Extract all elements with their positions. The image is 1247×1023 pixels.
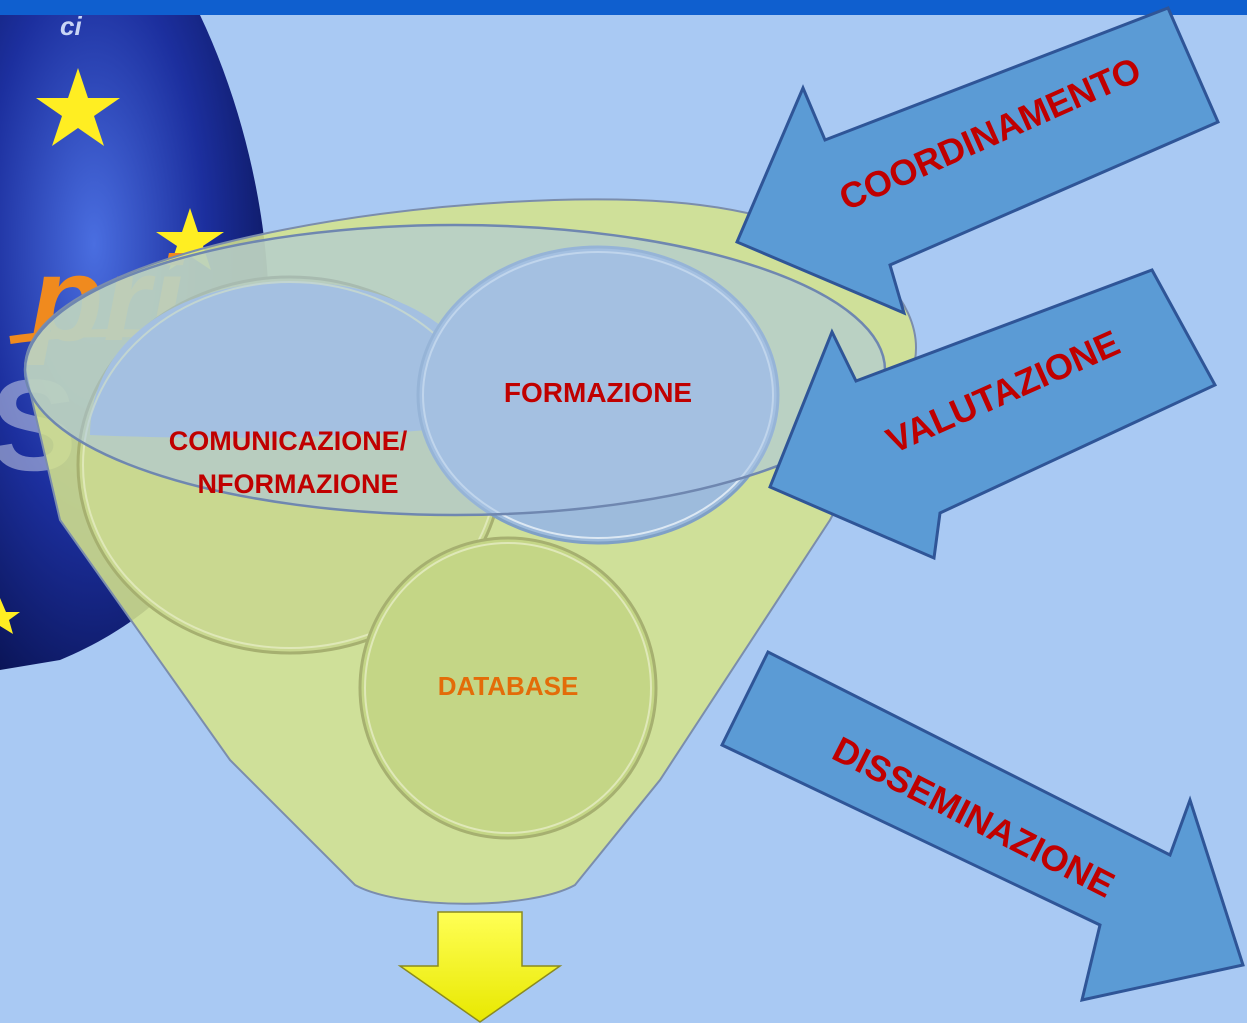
database-label: DATABASE <box>438 671 579 701</box>
comunicazione-label-line2: NFORMAZIONE <box>198 469 399 499</box>
star-icon <box>36 68 120 146</box>
comunicazione-label-line1: COMUNICAZIONE/ <box>169 426 408 456</box>
star-icon <box>0 598 20 634</box>
valutazione-arrow: VALUTAZIONE <box>768 268 1218 561</box>
top-bar <box>0 0 1247 15</box>
formazione-label: FORMAZIONE <box>504 377 692 408</box>
circle-database <box>358 536 658 840</box>
logo-top-fragment: ci <box>60 11 82 41</box>
output-arrow <box>397 911 563 1023</box>
star-icon <box>156 208 224 270</box>
coordinamento-arrow: COORDINAMENTO <box>735 6 1220 316</box>
disseminazione-arrow: DISSEMINAZIONE <box>719 649 1245 1002</box>
funnel-rim <box>23 223 887 517</box>
